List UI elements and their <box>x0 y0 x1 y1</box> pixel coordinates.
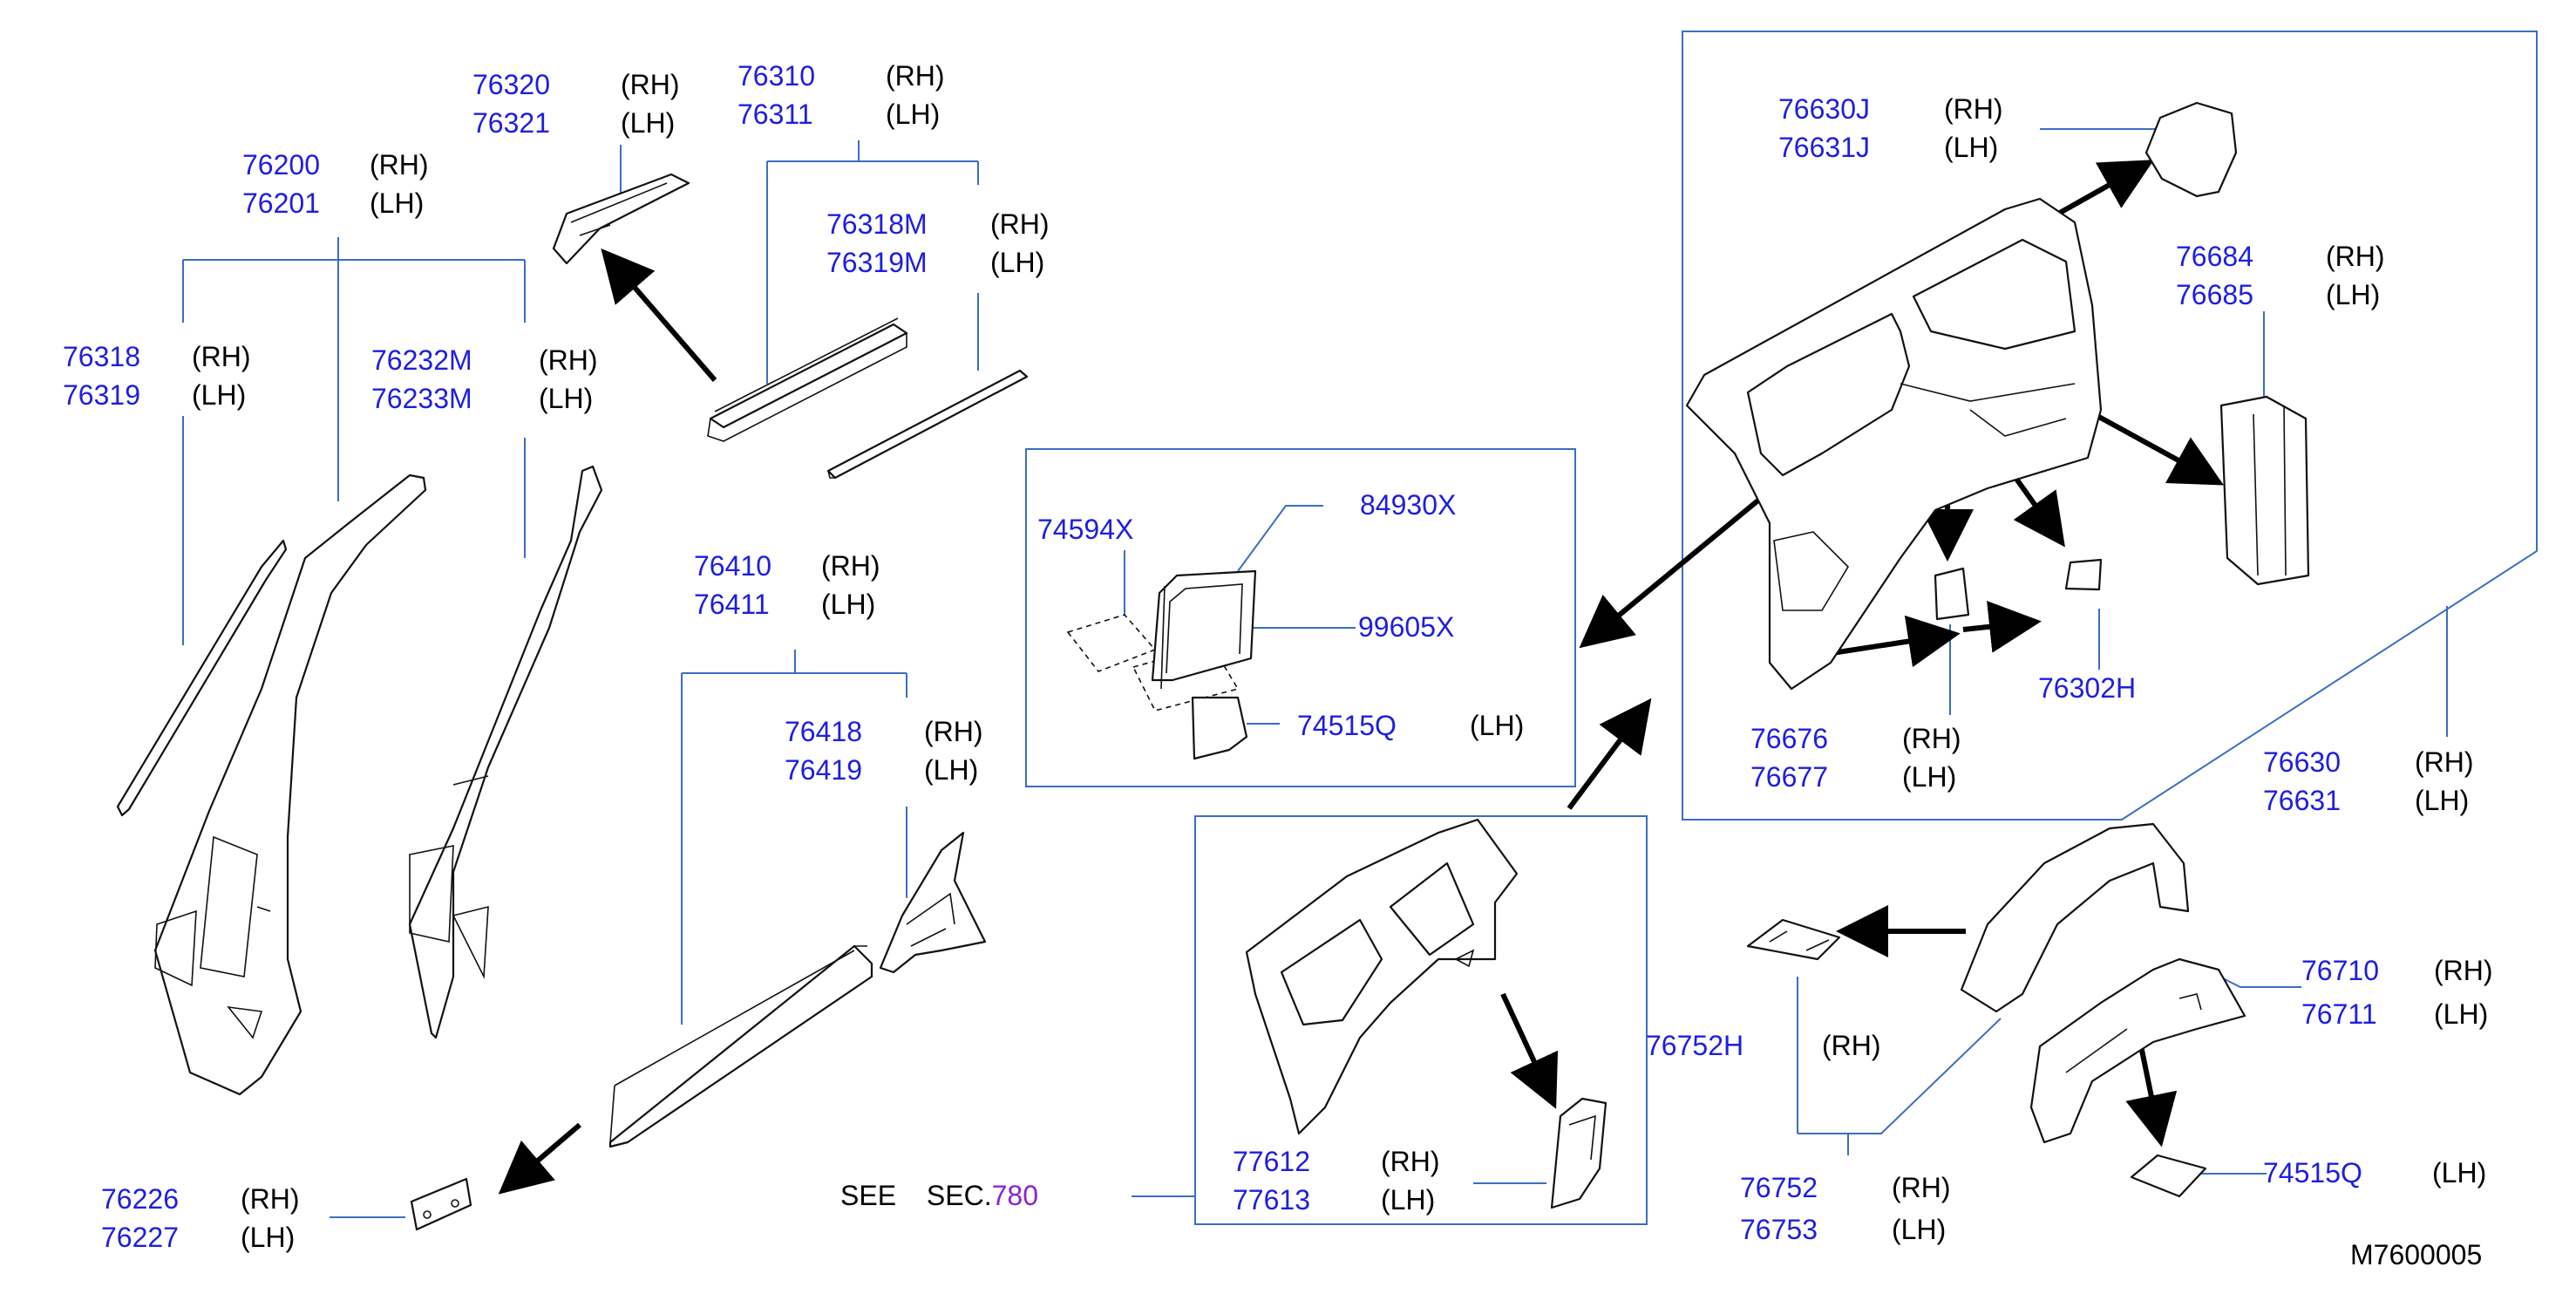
side-label-rh: (RH) <box>924 716 983 747</box>
part-number-76310[interactable]: 76310 <box>737 60 815 92</box>
side-label-rh: (RH) <box>621 69 680 100</box>
part-number-76419[interactable]: 76419 <box>785 754 862 786</box>
part-number-77612[interactable]: 77612 <box>1233 1146 1310 1177</box>
part-drawing-front-pillars <box>116 465 603 1096</box>
side-label-lh: (LH) <box>2415 785 2469 816</box>
part-number-77613[interactable]: 77613 <box>1233 1184 1310 1216</box>
part-number-76318[interactable]: 76318 <box>63 341 140 372</box>
side-label-lh: (LH) <box>192 379 246 411</box>
side-label-lh: (LH) <box>370 187 424 219</box>
part-drawing-roof-side-rail <box>552 173 690 265</box>
part-number-76226[interactable]: 76226 <box>101 1183 179 1215</box>
side-label-lh: (LH) <box>990 247 1044 278</box>
side-label-rh: (RH) <box>1944 93 2003 125</box>
side-label-rh: (RH) <box>1381 1146 1440 1177</box>
side-label-rh: (RH) <box>1822 1030 1881 1061</box>
part-number-76311[interactable]: 76311 <box>737 99 813 130</box>
side-label-lh: (LH) <box>2326 279 2380 310</box>
see-section-label: SEC. <box>927 1180 992 1211</box>
part-number-76321[interactable]: 76321 <box>472 107 550 139</box>
part-number-76418[interactable]: 76418 <box>785 716 862 747</box>
side-label-lh: (LH) <box>1470 710 1524 741</box>
side-label-rh: (RH) <box>990 208 1050 240</box>
part-drawing-seal <box>1066 569 1257 760</box>
part-number-76320[interactable]: 76320 <box>472 69 550 100</box>
side-label-rh: (RH) <box>192 341 251 372</box>
see-prefix: SEE <box>840 1180 896 1211</box>
part-drawing-roof-rails <box>707 317 1029 480</box>
side-label-rh: (RH) <box>821 550 880 582</box>
side-label-rh: (RH) <box>241 1183 300 1215</box>
side-label-rh: (RH) <box>370 149 429 180</box>
part-number-76410[interactable]: 76410 <box>694 550 771 582</box>
part-number-76677[interactable]: 76677 <box>1750 761 1828 793</box>
part-drawing-quarter-panel <box>1245 818 1607 1209</box>
part-number-76318M[interactable]: 76318M <box>826 208 928 240</box>
side-label-lh: (LH) <box>1944 132 1998 163</box>
side-label-rh: (RH) <box>2415 746 2474 778</box>
side-label-lh: (LH) <box>1892 1214 1946 1245</box>
part-number-76319[interactable]: 76319 <box>63 379 140 411</box>
side-label-rh: (RH) <box>886 60 945 92</box>
part-number-76753[interactable]: 76753 <box>1740 1214 1818 1245</box>
part-number-76319M[interactable]: 76319M <box>826 247 928 278</box>
inset-frame-seal <box>1025 448 1576 787</box>
part-number-76676[interactable]: 76676 <box>1750 723 1828 754</box>
side-label-lh: (LH) <box>886 99 940 130</box>
side-label-rh: (RH) <box>1892 1172 1951 1203</box>
side-label-lh: (LH) <box>241 1222 295 1253</box>
part-drawing-sill <box>608 831 987 1148</box>
side-label-lh: (LH) <box>1902 761 1956 793</box>
part-number-76684[interactable]: 76684 <box>2176 241 2253 272</box>
diagram-code: M7600005 <box>2350 1239 2482 1270</box>
side-label-rh: (RH) <box>2326 241 2385 272</box>
frame-body-side-outer <box>1682 31 2538 821</box>
side-label-lh: (LH) <box>539 383 593 414</box>
part-number-74515Q[interactable]: 74515Q <box>1297 710 1397 741</box>
part-number-76752H[interactable]: 76752H <box>1646 1030 1743 1061</box>
side-label-lh: (LH) <box>1381 1184 1435 1216</box>
side-label-rh: (RH) <box>1902 723 1961 754</box>
part-number-76233M[interactable]: 76233M <box>371 383 472 414</box>
part-number-76631J[interactable]: 76631J <box>1778 132 1870 163</box>
part-drawing-bracket-76226 <box>410 1177 472 1231</box>
see-section-number[interactable]: 780 <box>992 1180 1038 1211</box>
part-number-76411[interactable]: 76411 <box>694 589 770 620</box>
part-drawing-wheelhouse <box>1746 822 2246 1198</box>
part-number-76630J[interactable]: 76630J <box>1778 93 1870 125</box>
part-drawing-body-side <box>1685 101 2310 691</box>
part-number-76227[interactable]: 76227 <box>101 1222 179 1253</box>
part-number-76685[interactable]: 76685 <box>2176 279 2253 310</box>
part-number-76630[interactable]: 76630 <box>2263 746 2341 778</box>
side-label-lh: (LH) <box>924 754 978 786</box>
side-label-lh: (LH) <box>2432 1157 2486 1188</box>
inset-frame-quarter <box>1194 815 1648 1225</box>
side-label-rh: (RH) <box>539 344 598 376</box>
side-label-lh: (LH) <box>821 589 875 620</box>
side-label-rh: (RH) <box>2434 955 2493 986</box>
part-number-76631[interactable]: 76631 <box>2263 785 2341 816</box>
part-number-99605X[interactable]: 99605X <box>1358 611 1454 643</box>
see-section-reference[interactable]: SEE SEC.780 <box>840 1180 1038 1211</box>
side-label-lh: (LH) <box>2434 998 2488 1030</box>
part-number-74594X[interactable]: 74594X <box>1037 514 1133 545</box>
part-number-76710[interactable]: 76710 <box>2301 955 2379 986</box>
part-number-76752[interactable]: 76752 <box>1740 1172 1818 1203</box>
part-number-76201[interactable]: 76201 <box>242 187 320 219</box>
part-number-76200[interactable]: 76200 <box>242 149 320 180</box>
part-number-76232M[interactable]: 76232M <box>371 344 472 376</box>
part-number-74515Q[interactable]: 74515Q <box>2263 1157 2362 1188</box>
part-number-76302H[interactable]: 76302H <box>2038 672 2136 704</box>
part-number-84930X[interactable]: 84930X <box>1360 489 1456 521</box>
side-label-lh: (LH) <box>621 107 675 139</box>
part-number-76711[interactable]: 76711 <box>2301 998 2377 1030</box>
